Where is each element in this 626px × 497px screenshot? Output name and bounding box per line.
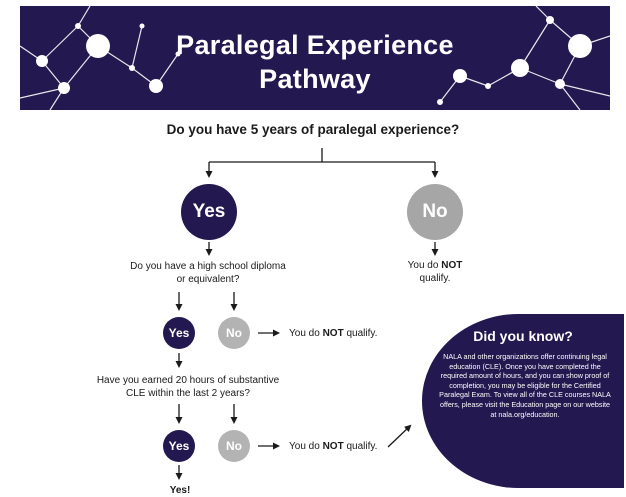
- no-circle-diploma: No: [218, 317, 250, 349]
- not-qualify-bold: NOT: [441, 260, 463, 271]
- not-qualify-bold: NOT: [322, 441, 344, 452]
- question-cle-line2: CLE within the last 2 years?: [126, 388, 250, 399]
- not-qualify-text-1: You do NOT qualify.: [393, 259, 477, 285]
- network-pattern-icon: [20, 6, 610, 110]
- did-you-know-body: NALA and other organizations offer conti…: [439, 352, 611, 419]
- not-qualify-suffix: qualify.: [343, 441, 378, 452]
- no-circle-main: No: [407, 184, 463, 240]
- not-qualify-prefix: You do: [289, 328, 323, 339]
- did-you-know-callout: Did you know? NALA and other organizatio…: [422, 314, 624, 488]
- not-qualify-suffix: qualify.: [419, 273, 451, 284]
- question-diploma-line1: Do you have a high school diploma: [130, 261, 286, 272]
- question-cle-line1: Have you earned 20 hours of substantive: [96, 375, 280, 386]
- no-circle-cle: No: [218, 430, 250, 462]
- not-qualify-suffix: qualify.: [343, 328, 378, 339]
- header-banner: Paralegal Experience Pathway: [20, 6, 610, 110]
- banner-title-line1: Paralegal Experience: [176, 30, 454, 60]
- question-diploma-line2: or equivalent?: [176, 274, 240, 285]
- yes-circle-main: Yes: [181, 184, 237, 240]
- not-qualify-text-2: You do NOT qualify.: [289, 327, 377, 340]
- yes-circle-cle: Yes: [163, 430, 195, 462]
- did-you-know-title: Did you know?: [473, 328, 573, 344]
- not-qualify-text-3: You do NOT qualify.: [289, 440, 377, 453]
- yes-circle-diploma: Yes: [163, 317, 195, 349]
- question-diploma: Do you have a high school diploma or equ…: [118, 260, 298, 286]
- question-cle-hours: Have you earned 20 hours of substantive …: [88, 374, 288, 400]
- not-qualify-prefix: You do: [407, 260, 442, 271]
- banner-title-line2: Pathway: [259, 64, 371, 94]
- not-qualify-bold: NOT: [322, 328, 344, 339]
- final-yes-text: Yes!: [169, 485, 191, 496]
- not-qualify-prefix: You do: [289, 441, 323, 452]
- main-question: Do you have 5 years of paralegal experie…: [166, 122, 460, 137]
